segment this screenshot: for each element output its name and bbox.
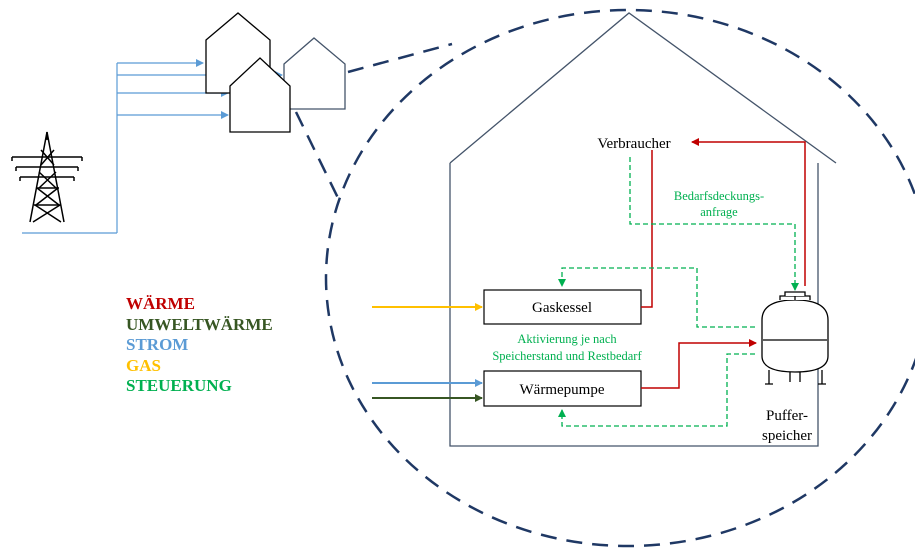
legend-item-ambient-heat: UMWELTWÄRME (126, 314, 273, 334)
legend-item-control: STEUERUNG (126, 376, 232, 395)
activation-label-line1: Aktivierung je nach (517, 332, 617, 346)
consumer-label: Verbraucher (597, 136, 670, 152)
control-heatpump-activation (558, 353, 755, 427)
legend-item-power: STROM (126, 335, 189, 354)
control-boiler-activation (558, 267, 755, 328)
house-back-right (283, 37, 346, 110)
buffer-storage-label-line2: speicher (762, 428, 812, 444)
heat-pump-label: Wärmepumpe (520, 382, 605, 398)
activation-label-line2: Speicherstand und Restbedarf (492, 349, 642, 363)
demand-request-label-line1: Bedarfsdeckungs- (674, 189, 764, 203)
power-pylon-icon (11, 131, 83, 223)
buffer-storage-label-line1: Puffer- (766, 408, 808, 424)
heat-flow-gas-boiler (641, 150, 653, 308)
heat-flow-heat-pump (641, 339, 757, 389)
zoom-indicator (294, 8, 915, 548)
legend: WÄRME UMWELTWÄRME STROM GAS STEUERUNG (126, 294, 273, 397)
gas-boiler-label: Gaskessel (532, 300, 592, 316)
buffer-storage-tank-icon (761, 291, 829, 385)
gas-boiler-box (483, 289, 642, 325)
demand-request-label-line2: anfrage (700, 205, 738, 219)
legend-item-gas: GAS (126, 355, 161, 375)
house-front (229, 57, 291, 133)
legend-item-heat: WÄRME (126, 294, 195, 313)
heat-pump-box (483, 370, 642, 407)
control-demand-request (629, 157, 799, 291)
heat-flow-buffer-to-consumer (691, 138, 806, 286)
